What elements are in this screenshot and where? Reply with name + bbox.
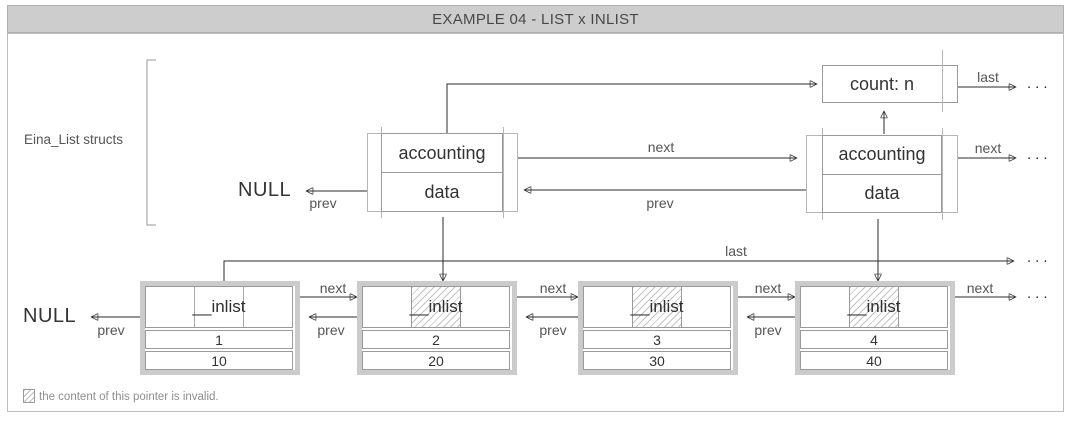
legend-text: the content of this pointer is invalid.: [39, 391, 219, 403]
label-next-top: next: [647, 139, 675, 155]
inlist-node-4-data: 40: [800, 351, 948, 370]
inlist-node-3-header-cell: __inlist: [583, 286, 731, 328]
label-next-inlist3: next: [754, 280, 782, 296]
eina-list-structs-label: Eina_List structs: [24, 132, 124, 147]
accounting-field-2: accounting: [823, 136, 941, 175]
label-next-inlist1: next: [319, 280, 347, 296]
eina-list-node-1-inner: accounting data: [381, 133, 503, 212]
label-prev-to-null-top: prev: [309, 195, 337, 211]
label-prev-to-null-bottom: prev: [97, 322, 125, 338]
label-prev-inlist2: prev: [317, 322, 345, 338]
inlist-node-4-header: __inlist: [847, 297, 901, 316]
ellipsis-next-bottom: ...: [1027, 285, 1052, 302]
page-title: EXAMPLE 04 - LIST x INLIST: [432, 10, 639, 28]
null-label-top: NULL: [238, 179, 292, 201]
accounting-field-1: accounting: [382, 134, 502, 173]
label-next-inlist4: next: [966, 280, 994, 296]
inlist-node-1-data: 10: [145, 351, 293, 370]
inlist-node-2-header: __inlist: [409, 297, 463, 316]
inlist-node-3-value: 3: [583, 330, 731, 349]
eina-list-node-2-right-divider: [942, 128, 943, 220]
label-next-list2: next: [974, 140, 1002, 156]
inlist-node-4-value: 4: [800, 330, 948, 349]
inlist-node-3-header: __inlist: [630, 297, 684, 316]
invalid-pointer-swatch: [23, 389, 35, 403]
label-last-count: last: [977, 69, 999, 85]
title-bar: EXAMPLE 04 - LIST x INLIST: [7, 5, 1064, 33]
inlist-node-1: __inlist 1 10: [140, 281, 300, 375]
inlist-node-2: __inlist 2 20: [357, 281, 517, 375]
label-prev-top: prev: [646, 195, 674, 211]
inlist-node-2-invalid-pointer-cell: [411, 287, 461, 327]
eina-list-node-2-inner: accounting data: [822, 135, 942, 213]
inlist-node-3-invalid-pointer-cell: [632, 287, 682, 327]
inlist-node-2-value: 2: [362, 330, 510, 349]
ellipsis-last-top: ...: [1027, 75, 1052, 92]
inlist-node-4-invalid-pointer-cell: [849, 287, 899, 327]
label-prev-inlist4: prev: [754, 322, 782, 338]
label-next-inlist2: next: [539, 280, 567, 296]
inlist-node-4: __inlist 4 40: [795, 281, 955, 375]
count-label: count: n: [849, 73, 915, 94]
inlist-node-2-header-cell: __inlist: [362, 286, 510, 328]
ellipsis-next-top: ...: [1027, 146, 1052, 163]
null-label-bottom: NULL: [23, 305, 77, 327]
inlist-node-1-header: __inlist: [192, 297, 246, 316]
label-prev-inlist3: prev: [539, 322, 567, 338]
inlist-node-1-pointer-cell: [194, 287, 244, 327]
inlist-node-3-data: 30: [583, 351, 731, 370]
inlist-node-1-value: 1: [145, 330, 293, 349]
inlist-node-1-header-cell: __inlist: [145, 286, 293, 328]
inlist-node-3: __inlist 3 30: [578, 281, 738, 375]
count-box-divider: [942, 50, 943, 112]
label-last-inlist: last: [725, 243, 747, 259]
count-box-outer: [822, 65, 958, 103]
data-field-2: data: [864, 182, 900, 203]
data-field-1: data: [424, 181, 460, 202]
inlist-node-2-data: 20: [362, 351, 510, 370]
ellipsis-last-bottom: ...: [1027, 249, 1052, 266]
inlist-node-4-header-cell: __inlist: [800, 286, 948, 328]
eina-list-node-1-right-divider: [503, 127, 504, 218]
